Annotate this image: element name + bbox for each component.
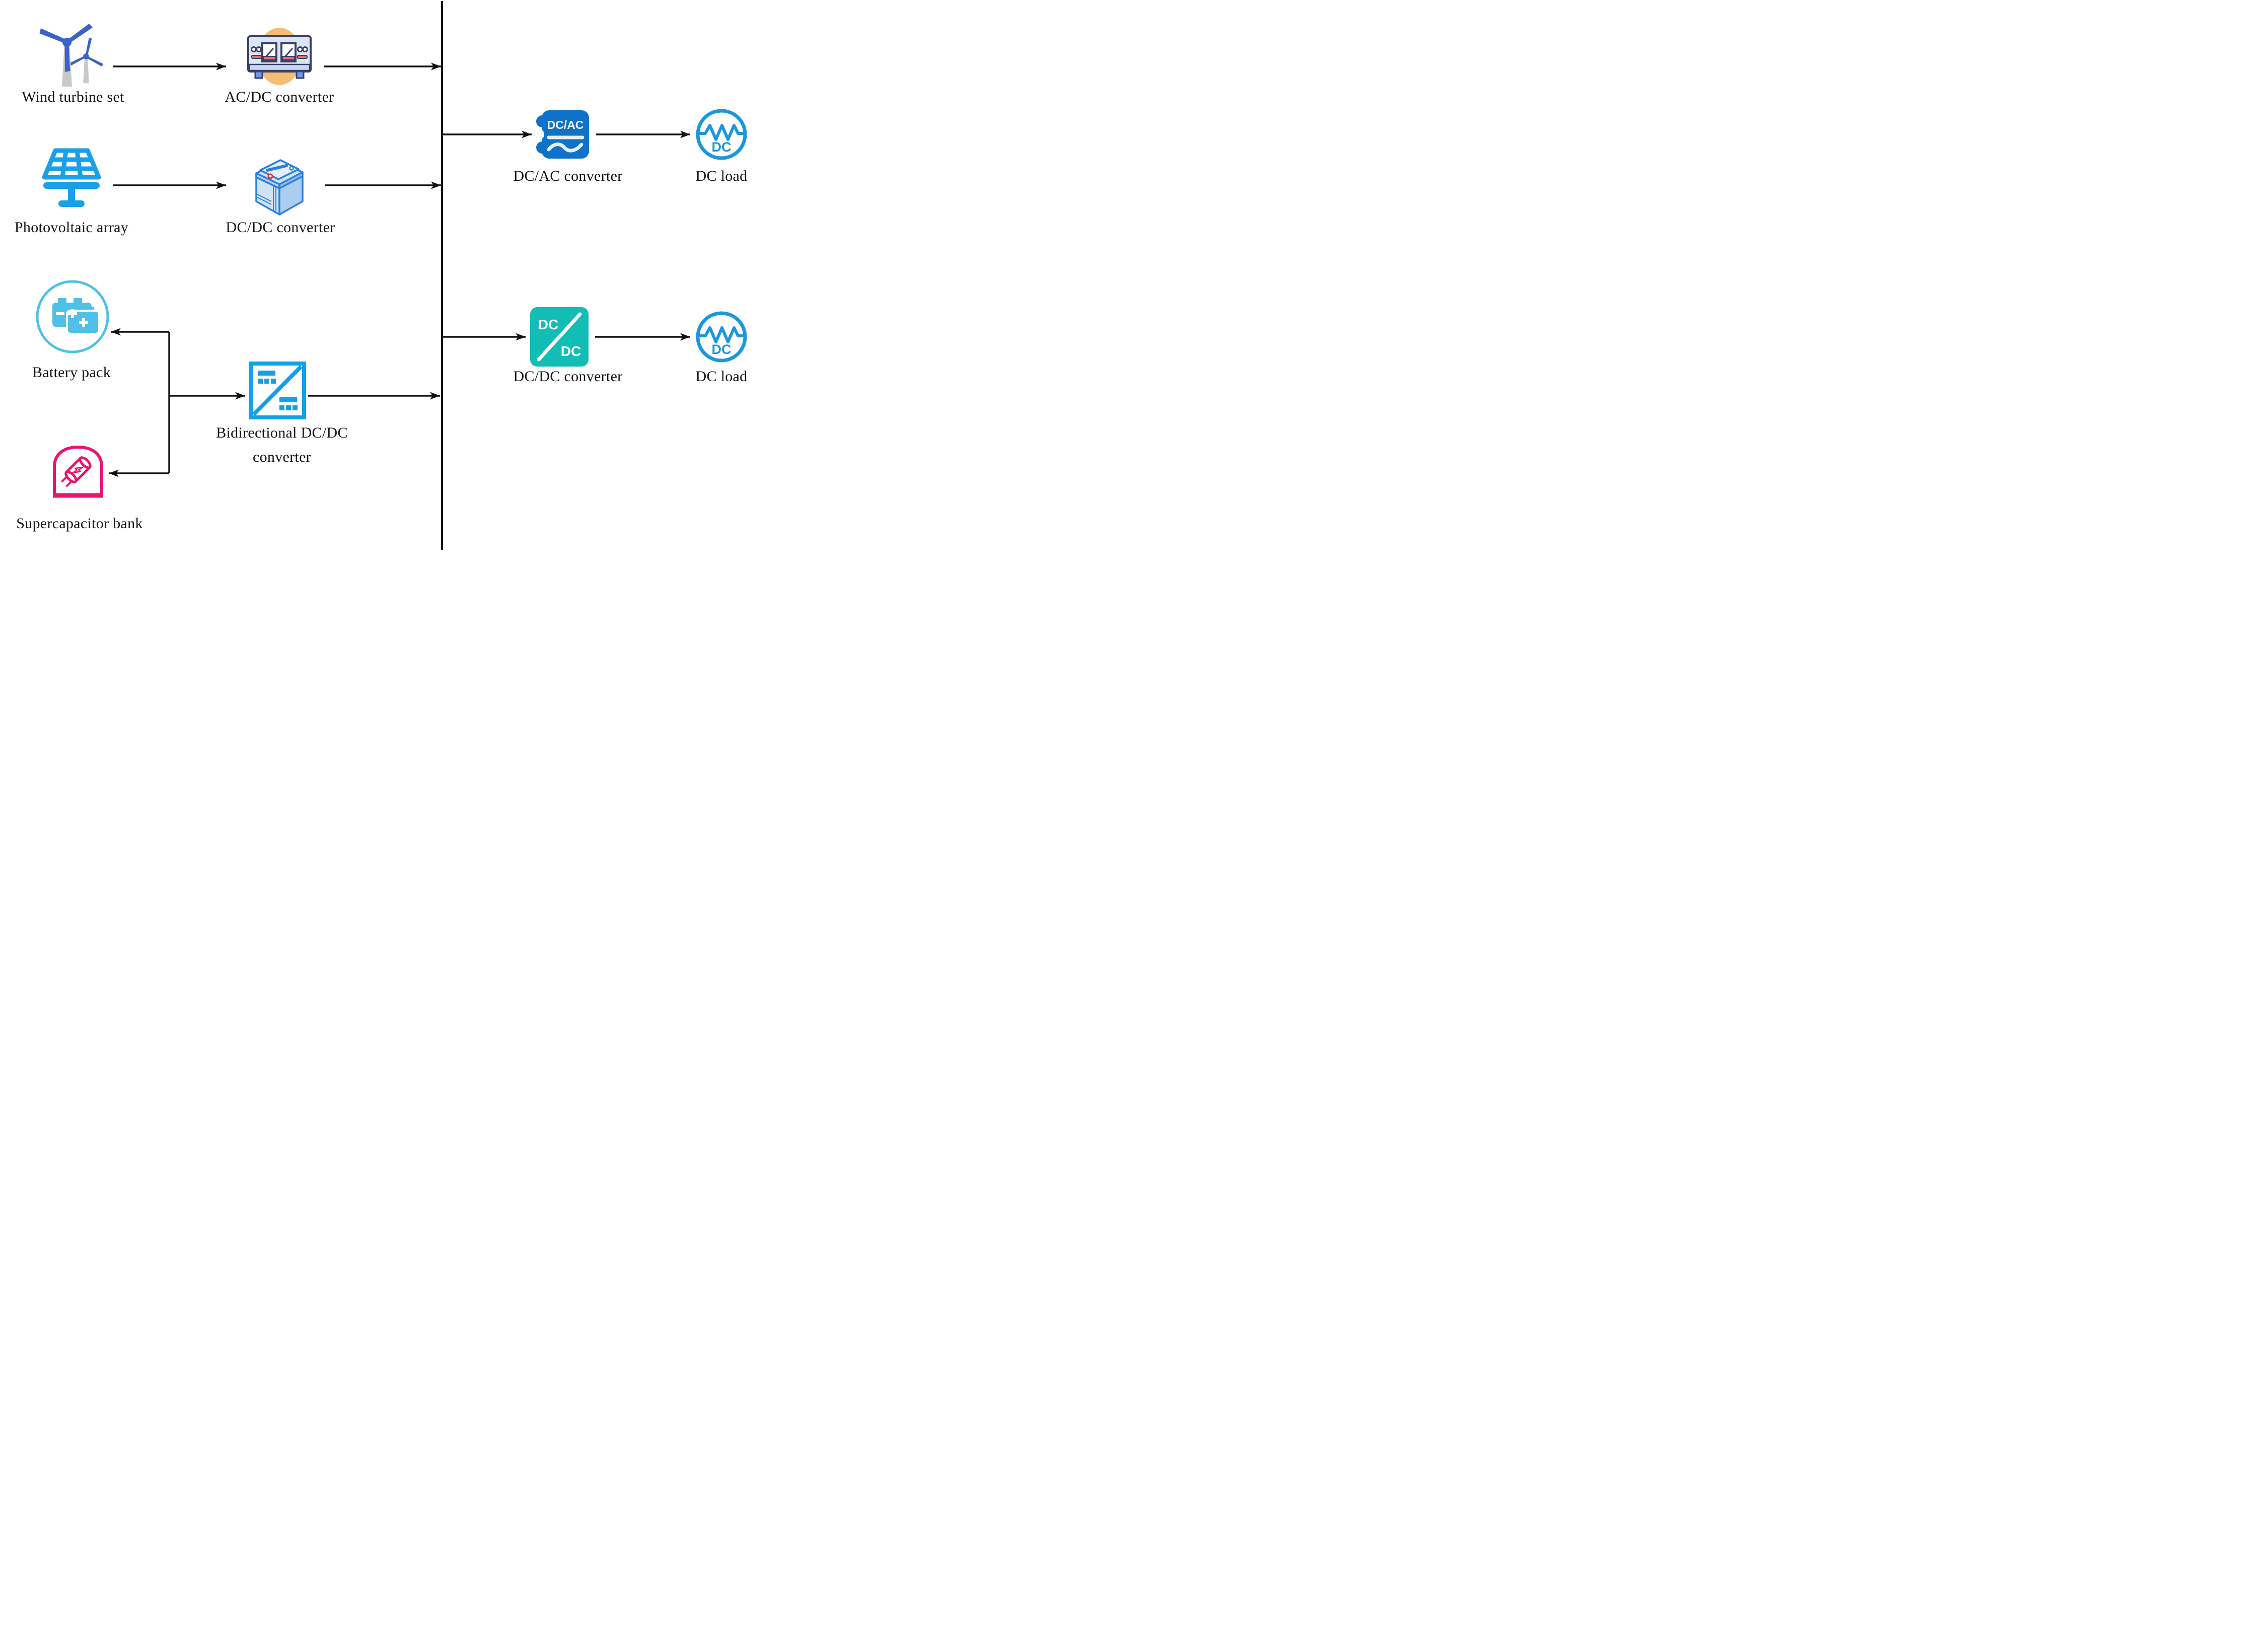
dcdc-converter-mid-icon <box>255 159 304 216</box>
bidirectional-label-line2: converter <box>253 449 311 465</box>
wind-turbine-icon <box>39 24 103 87</box>
dcac-badge-text: DC/AC <box>547 118 584 131</box>
photovoltaic-label: Photovoltaic array <box>14 219 129 236</box>
battery-pack-node <box>35 279 110 354</box>
battery-pack-icon <box>36 280 109 353</box>
supercapacitor-node <box>50 444 106 499</box>
dc-load-bottom-node: DC <box>694 310 749 364</box>
bidirectional-dcdc-icon <box>249 362 306 419</box>
acdc-converter-icon <box>247 28 312 85</box>
supercapacitor-label: Supercapacitor bank <box>16 515 143 532</box>
dc-load-top-label: DC load <box>695 168 748 184</box>
battery-pack-label: Battery pack <box>32 364 111 381</box>
dcac-converter-icon: DC/AC <box>535 110 589 159</box>
connector-layer <box>109 1 690 550</box>
dcdc-converter-out-label: DC/DC converter <box>513 368 623 385</box>
dcac-converter-label: DC/AC converter <box>513 168 623 184</box>
dc-load-bottom-label: DC load <box>695 368 748 385</box>
bidirectional-node <box>248 361 307 420</box>
photovoltaic-node <box>36 146 107 214</box>
acdc-converter-label: AC/DC converter <box>225 89 334 105</box>
dc-load-top-icon: DC <box>696 109 747 160</box>
dc-load-bottom-icon: DC <box>696 311 747 363</box>
supercapacitor-icon <box>53 445 103 498</box>
dc-load-bottom-badge-text: DC <box>712 342 732 357</box>
photovoltaic-icon <box>42 148 101 207</box>
acdc-converter-node <box>244 25 315 88</box>
dcdc-converter-mid-label: DC/DC converter <box>226 219 335 236</box>
dc-load-top-node: DC <box>694 107 749 162</box>
dcdc-converter-mid-node <box>249 155 310 218</box>
dcac-converter-node: DC/AC <box>535 109 591 160</box>
wind-turbine-label: Wind turbine set <box>22 89 124 105</box>
dc-load-top-badge-text: DC <box>712 139 732 155</box>
microgrid-diagram: Wind turbine set <box>0 0 753 551</box>
bidirectional-label-line1: Bidirectional DC/DC <box>216 424 348 441</box>
dcdc-converter-out-icon: DC DC <box>530 307 589 367</box>
dcdc-converter-out-node: DC DC <box>529 306 590 368</box>
dcdc-out-badge-top-text: DC <box>538 317 558 332</box>
dcdc-out-badge-bottom-text: DC <box>561 343 581 359</box>
wind-turbine-node <box>33 14 108 90</box>
